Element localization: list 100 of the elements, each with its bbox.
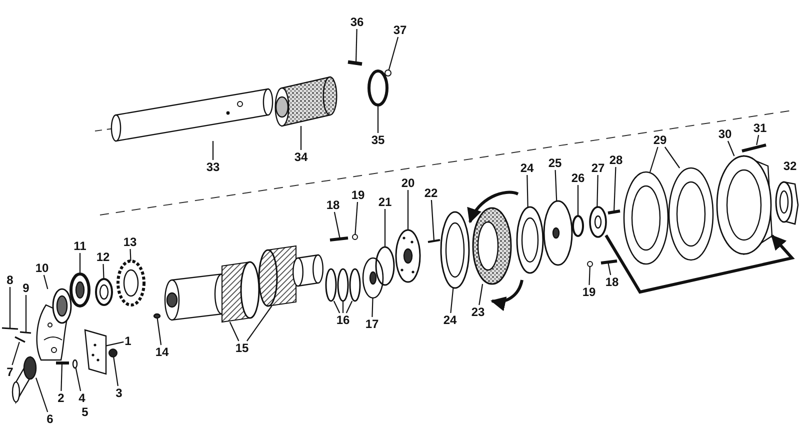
leader-line bbox=[130, 248, 132, 262]
pin-drawing bbox=[20, 331, 32, 334]
callout-number: 19 bbox=[582, 286, 596, 298]
ring-drawing bbox=[70, 272, 90, 308]
callout-number: 13 bbox=[123, 236, 137, 248]
leader-line bbox=[596, 174, 598, 208]
leader-line bbox=[156, 318, 162, 346]
callout-number: 12 bbox=[96, 251, 110, 263]
ring-drawing bbox=[589, 206, 607, 238]
leader-line bbox=[25, 295, 27, 332]
callout-number: 5 bbox=[82, 406, 88, 418]
callout-number: 8 bbox=[6, 274, 14, 286]
callout-number: 20 bbox=[401, 177, 415, 189]
bearing-drawing bbox=[95, 278, 113, 306]
callout-number: 33 bbox=[206, 161, 220, 173]
nut-drawing bbox=[108, 348, 118, 358]
leader-line bbox=[102, 264, 104, 280]
disc-drawing bbox=[362, 257, 384, 299]
callout-number: 26 bbox=[571, 172, 585, 184]
leader-line bbox=[355, 28, 358, 62]
bolt-drawing bbox=[600, 260, 618, 264]
leader-line bbox=[377, 105, 379, 133]
leader-line bbox=[60, 362, 63, 392]
callout-number: 18 bbox=[326, 199, 340, 211]
leader-line bbox=[478, 284, 484, 306]
leader-line bbox=[79, 253, 81, 274]
leader-line bbox=[106, 341, 124, 346]
pin-drawing bbox=[153, 313, 161, 319]
callout-number: 28 bbox=[609, 154, 623, 166]
arrow bbox=[604, 234, 795, 294]
leader-line bbox=[12, 342, 20, 366]
leader-line bbox=[614, 166, 616, 212]
disc-drawing bbox=[543, 200, 573, 266]
leader-line bbox=[650, 146, 658, 172]
tube-drawing bbox=[110, 88, 274, 142]
pin-drawing bbox=[2, 327, 18, 330]
callout-number: 29 bbox=[653, 134, 667, 146]
callout-number: 22 bbox=[424, 187, 438, 199]
callout-number: 24 bbox=[520, 162, 534, 174]
callout-number: 14 bbox=[155, 346, 169, 358]
leader-line bbox=[342, 301, 344, 313]
fitting-drawing bbox=[12, 356, 37, 404]
bracket-plate-drawing bbox=[84, 329, 107, 375]
bolt-drawing bbox=[608, 210, 620, 214]
leader-line bbox=[430, 200, 434, 240]
callout-number: 11 bbox=[74, 240, 86, 252]
leader-line bbox=[346, 300, 353, 314]
callout-number: 16 bbox=[336, 314, 350, 326]
leader-line bbox=[388, 36, 399, 70]
callout-number: 6 bbox=[46, 413, 54, 425]
gear-shaft-drawing bbox=[258, 245, 324, 307]
callout-number: 35 bbox=[371, 134, 385, 146]
leader-line bbox=[334, 212, 340, 238]
bolt-drawing bbox=[56, 362, 69, 364]
callout-number: 17 bbox=[365, 318, 379, 330]
washer-drawing bbox=[587, 261, 593, 267]
callout-number: 34 bbox=[294, 151, 308, 163]
callout-number: 31 bbox=[753, 122, 767, 134]
leader-line bbox=[407, 190, 409, 230]
bolt-drawing bbox=[742, 144, 766, 152]
pin-drawing bbox=[14, 336, 26, 343]
leader-line bbox=[664, 146, 680, 168]
leader-line bbox=[384, 209, 386, 247]
plate-drawing bbox=[349, 268, 361, 302]
gasket-ring-drawing bbox=[623, 171, 669, 265]
callout-number: 27 bbox=[591, 162, 605, 174]
callout-number: 3 bbox=[116, 387, 122, 399]
leader-line bbox=[333, 300, 340, 314]
gear-ring-drawing bbox=[116, 260, 146, 306]
callout-number: 37 bbox=[393, 24, 407, 36]
flange-drawing bbox=[395, 229, 421, 283]
callout-number: 7 bbox=[6, 366, 14, 378]
gasket-ring-drawing bbox=[668, 167, 714, 261]
washer-drawing bbox=[72, 359, 78, 369]
leader-line bbox=[354, 202, 358, 235]
leader-line bbox=[608, 262, 612, 276]
gear-shaft-drawing bbox=[164, 261, 260, 323]
leader-line bbox=[727, 140, 735, 156]
callout-number: 25 bbox=[548, 157, 562, 169]
leader-line bbox=[35, 378, 48, 412]
leader-line bbox=[450, 288, 454, 314]
callout-number: 10 bbox=[35, 262, 49, 274]
leader-line bbox=[526, 174, 528, 208]
ring-drawing bbox=[572, 215, 584, 237]
clamp-ring-drawing bbox=[368, 70, 388, 106]
leader-line bbox=[75, 368, 82, 392]
nut-drawing bbox=[384, 70, 392, 76]
leader-line bbox=[212, 141, 214, 160]
callout-number: 1 bbox=[124, 335, 132, 347]
leader-line bbox=[43, 274, 48, 290]
leader-line bbox=[9, 287, 11, 328]
plate-drawing bbox=[516, 206, 544, 274]
callout-number: 18 bbox=[605, 276, 619, 288]
plate-drawing bbox=[325, 268, 337, 302]
leader-line bbox=[246, 306, 272, 342]
elbow-housing-drawing bbox=[36, 288, 72, 361]
callout-number: 23 bbox=[471, 306, 485, 318]
callout-number: 2 bbox=[58, 392, 64, 404]
callout-number: 21 bbox=[378, 196, 392, 208]
callout-number: 9 bbox=[22, 282, 30, 294]
